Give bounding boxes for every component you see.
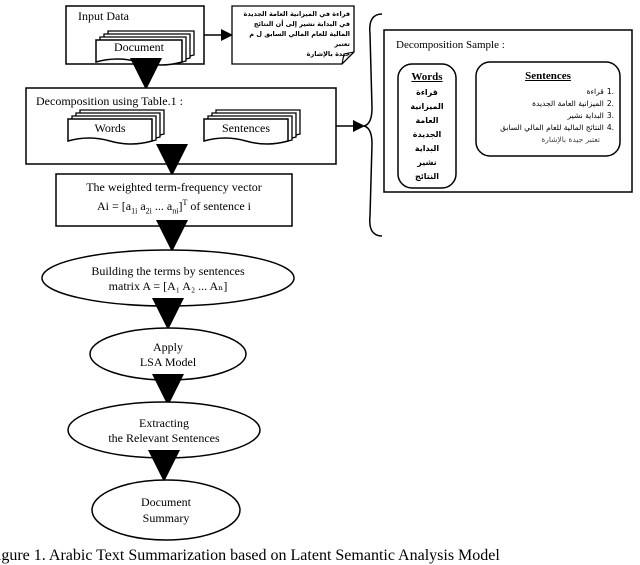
- curly-brace: [363, 13, 383, 237]
- sentences-label: Sentences: [222, 121, 270, 135]
- words-list-box: [397, 63, 457, 189]
- lsa-line2: LSA Model: [139, 355, 197, 369]
- summary-line1: Document: [141, 495, 191, 509]
- summary-ellipse: [91, 479, 241, 541]
- word-item: الجديدة: [412, 130, 442, 139]
- word-item: البداية: [414, 144, 440, 153]
- sentence-item: 2.الميزانية العامة الجديدة: [532, 99, 614, 108]
- arabic-document-note: [231, 5, 355, 65]
- sentence-item: 3.البداية نشير: [567, 111, 614, 120]
- word-item: العامة: [415, 116, 439, 125]
- sentences-list-box: [475, 61, 621, 157]
- word-item: النتائج: [414, 172, 440, 181]
- words-list: قراءة الميزانية العامة الجديدة البداية ن…: [398, 86, 456, 184]
- word-item: نشير: [417, 158, 437, 167]
- input-data-label: Input Data: [78, 9, 129, 23]
- extract-line1: Extracting: [139, 416, 189, 430]
- sample-title: Decomposition Sample :: [396, 39, 505, 51]
- sentence-item: 1.قراءة: [586, 87, 614, 96]
- arabic-document-text: قراءة في الميزانية العامة الجديدة في الب…: [243, 10, 350, 58]
- word-item: قراءة: [416, 88, 438, 97]
- sentences-header: Sentences: [525, 70, 571, 82]
- summary-line2: Summary: [142, 511, 190, 525]
- matrix-line2: matrix A = [A₁ A₂ ... Aₙ]: [108, 279, 228, 293]
- vector-box: [55, 173, 293, 227]
- matrix-line1: Building the terms by sentences: [91, 264, 245, 278]
- sentences-document-stack-icon: [203, 109, 301, 145]
- words-header: Words: [411, 71, 443, 83]
- vector-line1: The weighted term-frequency vector: [86, 180, 262, 194]
- extract-line2: the Relevant Sentences: [108, 431, 220, 445]
- vector-line2: Ai = [a1i a2i ... ani]T of sentence i: [97, 198, 251, 216]
- input-document-label: Document: [114, 40, 164, 54]
- lsa-line1: Apply: [153, 340, 183, 354]
- figure-caption: Figure 1. Arabic Text Summarization base…: [0, 547, 500, 564]
- sentences-list: 1.قراءة 2.الميزانية العامة الجديدة 3.الب…: [482, 86, 614, 146]
- decomposition-label: Decomposition using Table.1 :: [36, 94, 183, 108]
- sentence-item: 4.النتائج المالية للعام المالي السابق: [500, 123, 614, 132]
- word-item: الميزانية: [410, 102, 444, 111]
- words-label: Words: [94, 121, 126, 135]
- words-document-stack-icon: [67, 109, 165, 145]
- sentence-continuation: تعتبر جيدة بالإشارة: [541, 135, 600, 144]
